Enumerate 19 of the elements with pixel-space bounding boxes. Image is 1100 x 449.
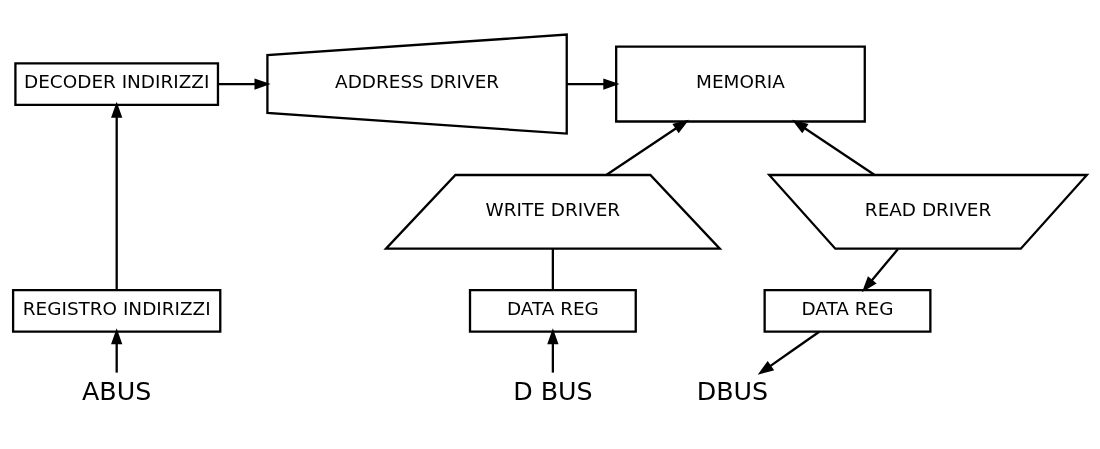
node-box: MEMORIA [615, 45, 866, 123]
node-box: DECODER INDIRIZZI [14, 62, 220, 106]
node-box: DATA REG [763, 288, 932, 333]
arrow [111, 328, 123, 373]
arrow [757, 330, 820, 375]
node-box: REGISTRO INDIRIZZI [11, 288, 222, 333]
arrow [547, 328, 559, 373]
arrow [566, 78, 620, 90]
node-text: DBUS [696, 377, 769, 407]
node-text: ABUS [82, 377, 152, 407]
connector [551, 249, 555, 290]
arrow [606, 119, 689, 176]
arrow [218, 78, 271, 90]
node-box: DATA REG [468, 288, 637, 333]
arrow [861, 248, 899, 293]
arrow [111, 101, 123, 290]
arrow [792, 119, 875, 176]
node-text: D BUS [513, 377, 593, 407]
node-box: ADDRESS DRIVER [266, 33, 568, 135]
